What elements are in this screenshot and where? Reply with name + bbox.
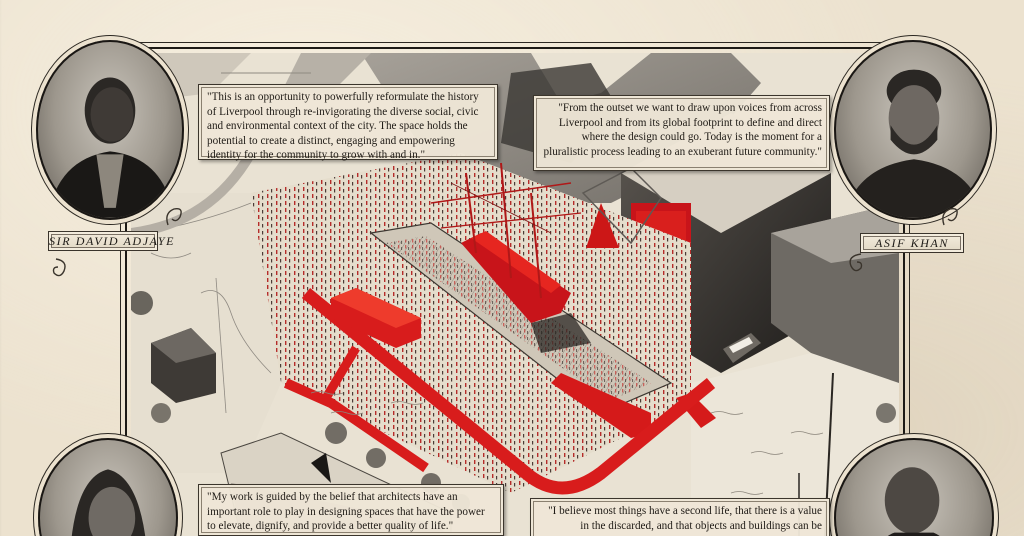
frame-inner-line [125, 47, 905, 536]
red-cone [586, 203, 619, 248]
frame-outer-line [120, 42, 910, 536]
scroll-flourish-icon [942, 207, 958, 226]
quote-box-khan: "From the outset we want to draw upon vo… [533, 95, 830, 171]
dry-dock [369, 222, 673, 414]
quote-box-bottom-left: "My work is guided by the belief that ar… [198, 484, 504, 536]
red-vessel [551, 373, 651, 438]
scroll-flourish-icon [52, 258, 66, 277]
scroll-flourish-icon [849, 253, 863, 272]
boat [723, 333, 761, 363]
name-ribbon-asif-khan: ASIF KHAN [860, 233, 964, 253]
quote-box-bottom-right: "I believe most things have a second lif… [530, 498, 830, 536]
scroll-flourish-icon [166, 207, 182, 226]
tall-ship [430, 162, 591, 353]
red-walkway [301, 287, 716, 495]
quote-box-adjaye: "This is an opportunity to powerfully re… [198, 84, 498, 161]
portrait-asif-khan [834, 40, 992, 220]
red-y-path [283, 378, 429, 473]
portrait-sir-david-adjaye [36, 40, 184, 220]
name-ribbon-sir-david-adjaye: SIR DAVID ADJAYE [48, 231, 174, 251]
red-pavilion [331, 288, 421, 348]
